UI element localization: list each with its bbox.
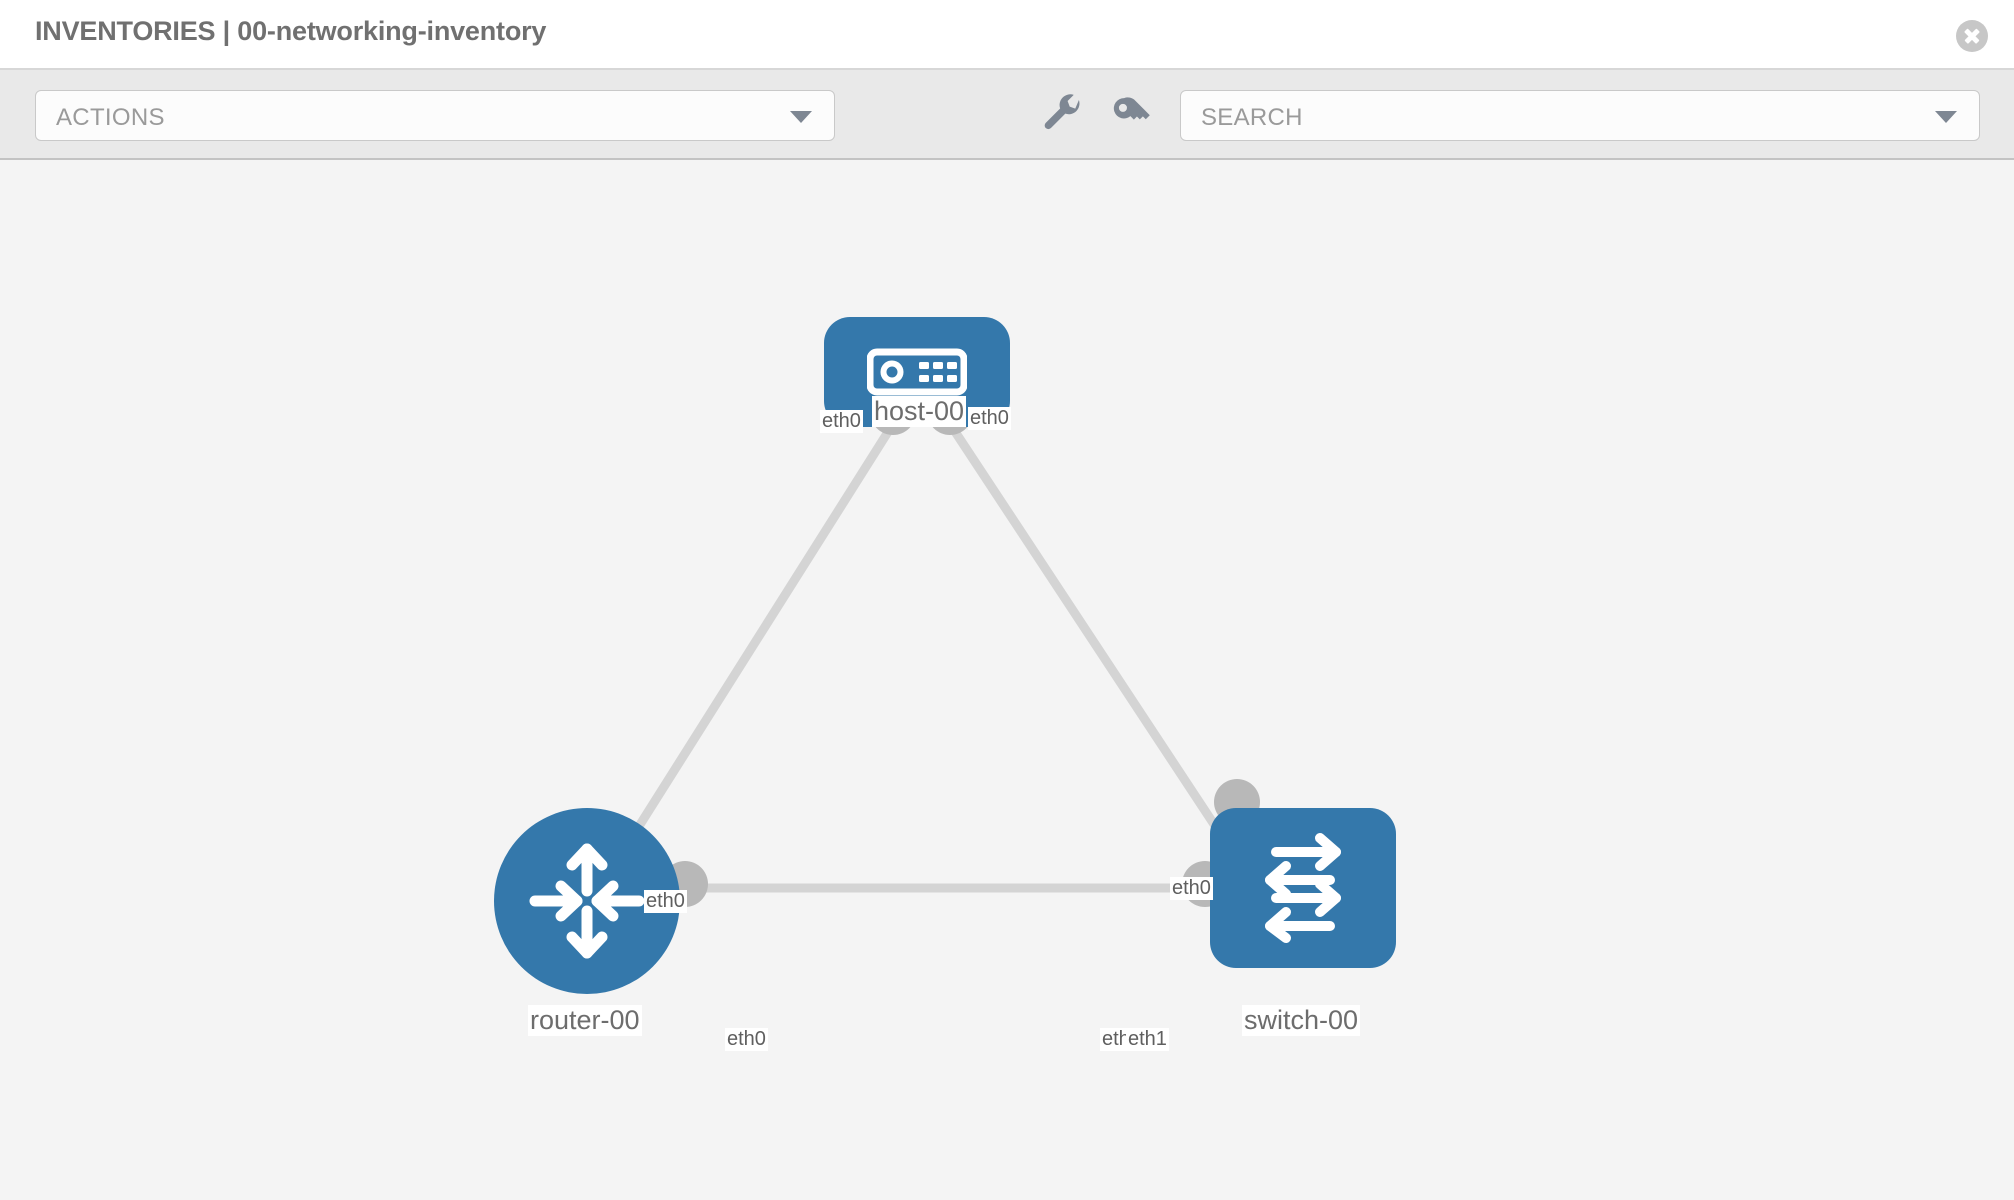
- chevron-down-icon: [790, 110, 812, 123]
- iface-label-switch-up[interactable]: eth0: [1170, 877, 1213, 900]
- switch-icon: [1265, 833, 1341, 943]
- actions-dropdown[interactable]: ACTIONS: [35, 90, 835, 141]
- iface-label-router-up[interactable]: eth0: [644, 890, 687, 913]
- page-header: INVENTORIES | 00-networking-inventory: [0, 0, 2014, 70]
- search-placeholder: SEARCH: [1201, 104, 1303, 131]
- iface-label-host-left[interactable]: eth0: [820, 410, 863, 433]
- topology-node-label-router-00[interactable]: router-00: [528, 1005, 642, 1036]
- link-host-router: [596, 421, 897, 891]
- close-icon[interactable]: [1956, 20, 1988, 52]
- router-icon: [529, 843, 645, 959]
- key-icon[interactable]: [1108, 92, 1154, 138]
- topology-canvas[interactable]: host-00 eth0 eth0 router-00 eth0 eth0: [0, 162, 2014, 1200]
- link-host-switch: [946, 421, 1260, 891]
- page-title: INVENTORIES | 00-networking-inventory: [35, 16, 547, 46]
- wrench-icon[interactable]: [1040, 92, 1086, 138]
- chevron-down-icon: [1935, 110, 1957, 123]
- topology-node-label-switch-00[interactable]: switch-00: [1242, 1005, 1361, 1036]
- topology-node-label-host-00[interactable]: host-00: [872, 396, 967, 427]
- server-icon: [867, 348, 967, 396]
- toolbar: ACTIONS SEARCH: [0, 70, 2014, 160]
- iface-label-router-right[interactable]: eth0: [725, 1028, 768, 1051]
- topology-node-switch-00[interactable]: [1210, 808, 1396, 968]
- actions-dropdown-label: ACTIONS: [56, 104, 165, 131]
- iface-label-switch-left-b[interactable]: eth1: [1126, 1028, 1169, 1051]
- iface-label-host-right[interactable]: eth0: [968, 407, 1011, 430]
- search-input[interactable]: SEARCH: [1180, 90, 1980, 141]
- topology-links: [596, 389, 1260, 907]
